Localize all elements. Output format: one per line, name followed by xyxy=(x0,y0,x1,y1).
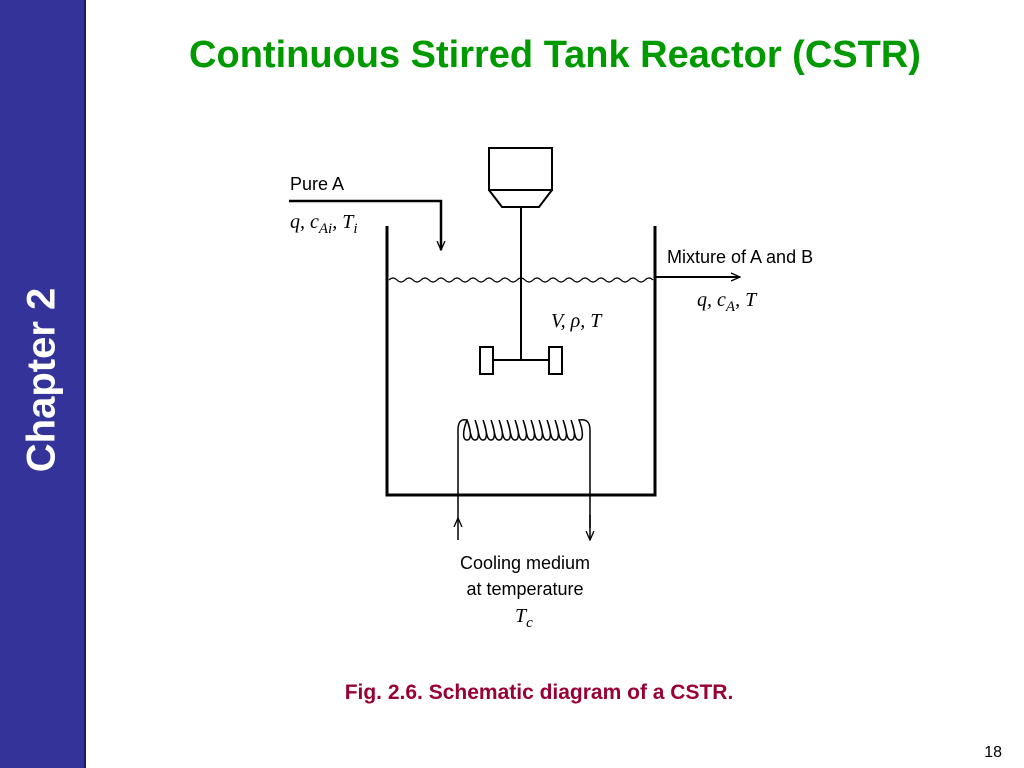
outlet-label: Mixture of A and B xyxy=(667,247,813,267)
variable-symbol: T xyxy=(515,605,528,627)
variable-symbol: q xyxy=(290,211,300,233)
inlet-pipe xyxy=(289,199,441,250)
variable-symbol: T xyxy=(342,211,355,233)
figure-caption: Fig. 2.6. Schematic diagram of a CSTR. xyxy=(344,681,734,704)
variable-separator: , xyxy=(735,289,745,311)
variable-separator: , xyxy=(707,289,717,311)
variable-subscript: Ai xyxy=(318,221,332,237)
inlet-label: Pure A xyxy=(290,174,344,194)
outlet-variables: q, cA, T xyxy=(697,289,758,315)
cooling-temperature-symbol: Tc xyxy=(515,605,533,631)
cooling-coil xyxy=(457,418,591,528)
tank-variables: V, ρ, T xyxy=(551,310,603,332)
tank-walls xyxy=(385,226,657,497)
variable-symbol: ρ xyxy=(570,310,581,332)
page-number: 18 xyxy=(984,744,1002,761)
variable-separator: , xyxy=(580,310,590,332)
variable-symbol: c xyxy=(717,289,726,311)
variable-separator: , xyxy=(300,211,310,233)
slide-title: Continuous Stirred Tank Reactor (CSTR) xyxy=(189,34,921,76)
cooling-label-line1: Cooling medium xyxy=(460,553,590,573)
impeller xyxy=(479,346,563,375)
variable-subscript: c xyxy=(526,615,533,631)
variable-symbol: c xyxy=(310,211,319,233)
inlet-variables: q, cAi, Ti xyxy=(290,211,358,237)
variable-symbol: q xyxy=(697,289,707,311)
variable-symbol: T xyxy=(745,289,758,311)
sidebar-divider xyxy=(84,0,86,768)
motor xyxy=(488,147,553,208)
sidebar xyxy=(0,0,84,768)
variable-separator: , xyxy=(561,310,571,332)
variable-symbol: T xyxy=(590,310,603,332)
variable-separator: , xyxy=(332,211,342,233)
cooling-label-line2: at temperature xyxy=(466,579,583,599)
variable-subscript: A xyxy=(725,299,736,315)
variable-subscript: i xyxy=(353,221,357,237)
